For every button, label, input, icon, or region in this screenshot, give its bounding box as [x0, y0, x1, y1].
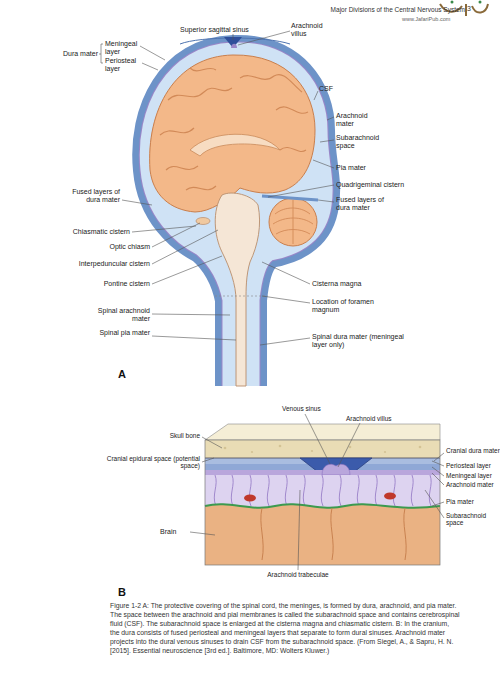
structure-label: Quadrigeminal cistern [336, 181, 426, 189]
structure-label: Chiasmatic cistern [56, 228, 130, 236]
structure-label: Superior sagittal sinus [180, 26, 280, 34]
structure-label: Brain [160, 528, 190, 536]
panel-letter: A [118, 368, 138, 380]
structure-label: Arachnoid villus [291, 22, 331, 38]
meninges-block [205, 424, 440, 565]
brain-sagittal-section [145, 37, 327, 386]
structure-label: Pia mater [336, 164, 391, 172]
structure-label: Arachnoid mater [336, 112, 384, 128]
structure-label: Spinal dura mater (meningeal layer only) [312, 333, 408, 349]
structure-label: Cranial epidural space (potential space) [96, 455, 200, 470]
structure-label: Fused layers of dura mater [336, 196, 391, 212]
structure-label: Venous sinus [282, 405, 342, 412]
structure-label: Spinal arachnoid mater [88, 307, 150, 323]
structure-label: CSF [319, 85, 349, 93]
structure-label: Pontine cistern [76, 280, 150, 288]
structure-label: Meningeal layer [446, 472, 500, 479]
structure-label: Dura mater [56, 50, 98, 58]
structure-label: Fused layers of dura mater [58, 188, 120, 204]
leader-lines [99, 31, 334, 345]
figure-caption: Figure 1-2 A: The protective covering of… [110, 602, 460, 656]
page-number: 3 [467, 5, 479, 13]
running-header: Major Divisions of the Central Nervous S… [300, 6, 465, 13]
leader-lines [190, 414, 444, 570]
structure-label: Interpeduncular cistern [56, 260, 150, 268]
panel-letter: B [118, 586, 138, 598]
structure-label: Subarachnoid space [336, 134, 396, 150]
structure-label: Spinal pia mater [88, 329, 150, 337]
structure-label: Pia mater [446, 498, 500, 505]
structure-label: Location of foramen magnum [312, 298, 392, 314]
structure-label: Cisterna magna [312, 280, 392, 288]
structure-label: Periosteal layer [446, 462, 500, 469]
structure-label: Periosteal layer [105, 57, 145, 73]
structure-label: Cranial dura mater [446, 447, 500, 454]
structure-label: Subarachnoid space [446, 512, 496, 527]
structure-label: Skull bone [146, 432, 200, 439]
watermark: www.JafariPub.com [402, 16, 482, 22]
structure-label: Meningeal layer [105, 40, 145, 56]
structure-label: Optic chiasm [76, 243, 150, 251]
structure-label: Arachnoid mater [446, 481, 500, 488]
structure-label: Arachnoid trabeculae [266, 571, 330, 578]
structure-label: Arachnoid villus [346, 415, 416, 422]
